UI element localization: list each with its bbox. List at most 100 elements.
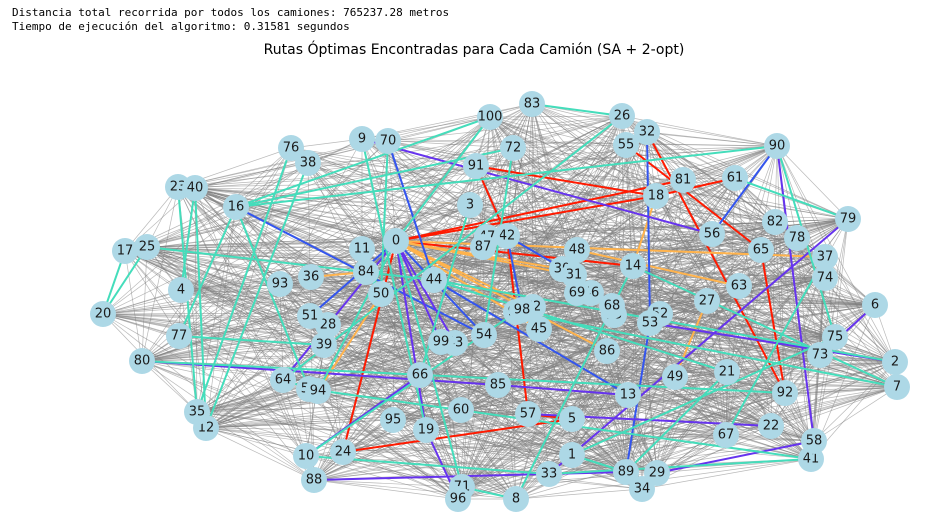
node-circle [835,206,861,232]
node-label: 91 [468,159,485,174]
background-edge [538,328,786,394]
node-89: 89 [613,459,639,485]
background-edge [489,116,776,223]
node-label: 90 [769,139,786,154]
background-edge [532,115,623,308]
background-edge [141,306,534,362]
node-circle [758,413,784,439]
route-edge [194,187,207,429]
background-edge [469,115,623,206]
node-circle [764,133,790,159]
route-edge [395,240,463,488]
node-50: 50 [368,281,394,307]
node-35: 35 [184,399,210,425]
route-edge [646,131,786,394]
background-edge [646,131,776,223]
background-edge [279,283,284,381]
node-label: 21 [719,365,736,380]
background-edge [625,434,727,473]
background-edge [834,218,849,338]
background-edge [196,293,382,413]
route-edge [180,187,196,291]
node-circle [421,267,447,293]
node-circle [807,342,833,368]
node-label: 9 [358,132,366,147]
figure-title: Rutas Óptimas Encontradas para Cada Cami… [263,42,685,58]
route-edge [235,206,310,390]
node-circle [812,265,838,291]
route-edge [515,311,898,388]
node-label: 84 [358,265,375,280]
node-label: 6 [871,298,879,313]
node-circle [694,288,720,314]
node-8: 8 [503,486,529,512]
route-edge [734,177,849,220]
node-label: 89 [618,465,635,480]
node-10: 10 [293,443,319,469]
node-circle [812,244,838,270]
node-label: 80 [134,354,151,369]
route-edge [419,204,471,376]
route-edge [395,195,657,242]
node-circle [594,338,620,364]
node-label: 95 [385,413,402,428]
node-circle [485,372,511,398]
background-edge [475,165,798,239]
route-edge [656,440,815,474]
node-73: 73 [807,342,833,368]
node-93: 93 [267,271,293,297]
background-edge [531,103,836,338]
node-label: 23 [170,180,187,195]
node-circle [297,303,323,329]
node-20: 20 [90,301,116,327]
background-edge [784,277,826,394]
node-label: 63 [731,279,748,294]
node-label: 37 [817,250,834,265]
route-edge [235,145,778,208]
node-7: 7 [884,374,910,400]
background-edge [177,186,315,481]
node-label: 10 [298,449,315,464]
node-circle [463,153,489,179]
route-edge [395,240,456,344]
node-84: 84 [353,259,379,285]
route-edge [506,235,529,415]
node-67: 67 [713,422,739,448]
node-circle [368,281,394,307]
background-edge [342,429,427,453]
node-label: 20 [95,307,112,322]
background-edge [641,458,812,490]
node-51: 51 [297,303,323,329]
node-circle [515,401,541,427]
background-edge [641,195,657,490]
node-circle [305,378,331,404]
background-edge [317,390,463,488]
node-label: 79 [840,212,857,227]
node-label: 85 [490,378,507,393]
background-edge [576,177,736,251]
background-edge [313,479,463,488]
node-circle [349,126,375,152]
node-label: 39 [316,338,333,353]
node-4: 4 [168,277,194,303]
background-edge [235,147,292,208]
background-edge [146,246,319,392]
node-circle [599,293,625,319]
node-60: 60 [448,397,474,423]
node-circle [509,297,535,323]
background-edge [515,386,898,500]
node-18: 18 [643,183,669,209]
route-edge [395,240,608,352]
node-72: 72 [500,135,526,161]
background-edge [776,145,898,388]
node-69: 69 [564,280,590,306]
node-label: 67 [718,428,735,443]
node-label: 18 [648,189,665,204]
node-circle [301,467,327,493]
background-edge [290,147,836,338]
route-edge [625,144,762,251]
background-edge [590,221,776,294]
route-edge [655,177,736,197]
node-17: 17 [112,238,138,264]
node-40: 40 [182,175,208,201]
